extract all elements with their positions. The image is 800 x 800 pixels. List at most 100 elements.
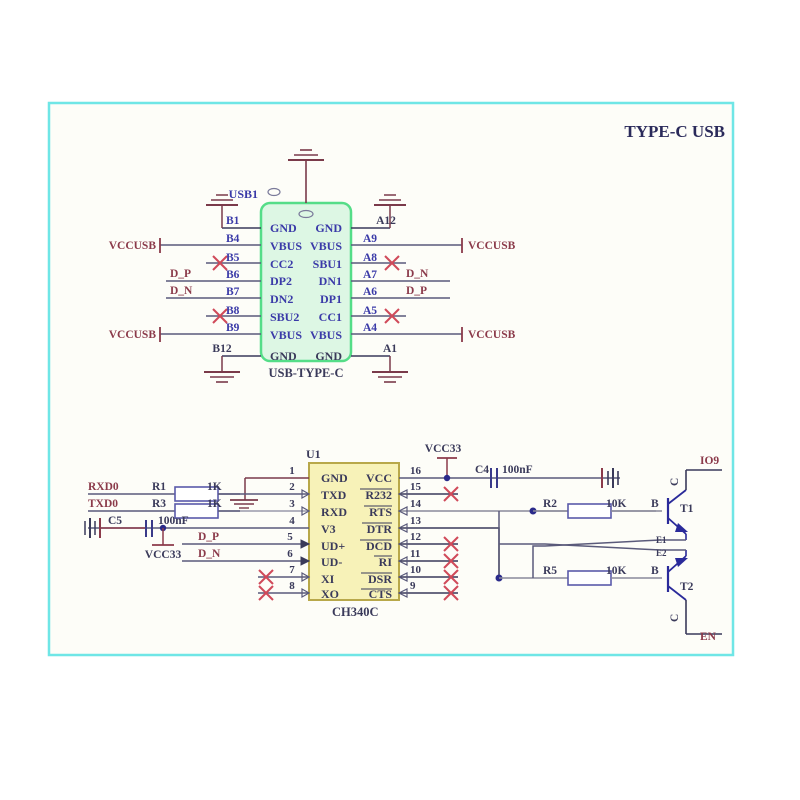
resistor-r1-group[interactable]: RXD0 R1 1K (88, 481, 240, 502)
gnd-symbol-c4-icon (601, 468, 619, 488)
usb-pin-number-B4: B4 (226, 233, 240, 245)
resistor-r2-group[interactable]: R2 10K B (529, 498, 663, 519)
resistor-r5-designator: R5 (543, 565, 557, 577)
usb-pin-number-B9: B9 (226, 322, 240, 334)
usb-pin-name-B5: CC2 (270, 257, 293, 271)
ic-pin-name-9: CTS (369, 587, 393, 601)
usb-pin-A12[interactable]: A12 GND (315, 194, 406, 235)
ic-pin-8[interactable]: 8 (258, 580, 311, 601)
usb-pin-A5[interactable]: A5 CC1 (319, 305, 406, 324)
net-label-vcc33-top: VCC33 (425, 443, 462, 455)
usb-pin-name-B8: SBU2 (270, 310, 299, 324)
ic-pin-name-1: GND (321, 471, 348, 485)
cap-c4-value: 100nF (502, 464, 533, 476)
usb-pin-B7[interactable]: D_N B7 DN2 (166, 285, 293, 306)
ic-pin-number-14: 14 (410, 498, 422, 510)
ic-pin-1[interactable]: 1 (230, 465, 309, 509)
transistor-t1-emitter-label: E1 (656, 535, 667, 545)
transistor-t1[interactable]: T1 C IO9 (666, 455, 722, 540)
usb-pin-A4[interactable]: VCCUSB A4 VBUS (310, 322, 516, 342)
usb-pin-number-A5: A5 (363, 305, 377, 317)
ic-body[interactable] (308, 462, 400, 601)
usb-pin-name-A5: CC1 (319, 310, 342, 324)
usb-pin-name-A12: GND (315, 221, 342, 235)
ic-pin-name-7: XI (321, 572, 335, 586)
usb-pin-name-B7: DN2 (270, 292, 293, 306)
net-label-txd0: TXD0 (88, 498, 118, 510)
ic-pin-11[interactable]: 11 (397, 548, 459, 569)
resistor-r2-body[interactable] (567, 503, 612, 519)
ch340c-group[interactable]: U1 CH340C GND TXD RXD V3 UD+ UD- XI XO V… (88, 443, 656, 619)
junction-vcc33-top (443, 474, 451, 482)
ic-pin-9[interactable]: 9 (397, 580, 459, 601)
usb-pin-number-A1: A1 (383, 343, 397, 355)
capacitor-c5-group[interactable]: C5 100nF VCC33 (84, 515, 189, 561)
ic-pin-name-11: RI (379, 555, 393, 569)
usb-pin-B1[interactable]: B1 GND (206, 194, 297, 235)
ic-pin-16[interactable]: VCC33 16 C4 100nF (399, 443, 620, 488)
usb-pin-A9[interactable]: VCCUSB A9 VBUS (310, 233, 516, 253)
capacitor-c5-value: 100nF (158, 515, 189, 527)
usb-body-marker-icon (298, 209, 314, 219)
usb-pin-name-B1: GND (270, 221, 297, 235)
ic-pin-6[interactable]: 6 (182, 548, 311, 566)
left-passives-group[interactable]: RXD0 R1 1K TXD0 R3 1K C5 100nF (84, 481, 240, 561)
ic-pin-name-4: V3 (321, 522, 336, 536)
net-label-vcc33-left: VCC33 (145, 549, 182, 561)
usb-pin-A1[interactable]: A1 GND (315, 343, 408, 383)
usb-designator: USB1 (229, 187, 258, 201)
ic-designator: U1 (306, 447, 321, 461)
usb-pin-B8[interactable]: B8 SBU2 (206, 305, 299, 324)
usb-pin-B4[interactable]: VCCUSB B4 VBUS (109, 233, 303, 253)
transistor-t2-emitter-label: E2 (656, 548, 667, 558)
usb-pin-name-A6: DP1 (320, 292, 342, 306)
resistor-r5-body[interactable] (567, 570, 612, 586)
ic-pin-name-8: XO (321, 587, 339, 601)
usb-net-A9: VCCUSB (468, 240, 516, 252)
resistor-r3-group[interactable]: TXD0 R3 1K (88, 498, 240, 519)
ic-pin-number-7: 7 (289, 564, 295, 576)
usb-pin-B9[interactable]: VCCUSB B9 VBUS (109, 322, 303, 342)
resistor-r5-group[interactable]: R5 10K B (495, 565, 663, 586)
usb-pin-number-B12: B12 (212, 343, 231, 355)
usb-pin-A8[interactable]: A8 SBU1 (313, 252, 406, 271)
transistor-network-group[interactable]: R2 10K B R5 10K B T1 (495, 455, 723, 643)
usb-pin1-marker-icon (267, 187, 281, 197)
transistor-t2-designator: T2 (680, 581, 694, 593)
usb-pin-B6[interactable]: D_P B6 DP2 (166, 268, 292, 288)
ic-part-name: CH340C (332, 605, 379, 619)
ic-pin-10[interactable]: 10 (397, 564, 459, 585)
ic-pin-name-12: DCD (366, 539, 392, 553)
ic-pin-number-3: 3 (289, 498, 295, 510)
usb-pin-B12[interactable]: B12 GND (204, 343, 297, 383)
usb-pin-A6[interactable]: D_P A6 DP1 (320, 285, 450, 306)
net-label-dn-ic: D_N (198, 548, 221, 560)
ic-pin-name-5: UD+ (321, 539, 345, 553)
usb-net-B4: VCCUSB (109, 240, 157, 252)
ic-pin-number-4: 4 (289, 515, 295, 527)
transistor-t1-designator: T1 (680, 503, 694, 515)
ic-pin-name-6: UD- (321, 555, 342, 569)
ic-pin-5[interactable]: 5 (182, 531, 311, 549)
capacitor-c5-designator: C5 (108, 515, 122, 527)
ic-pin-name-14: RTS (369, 505, 392, 519)
usb-connector-group[interactable]: USB1 USB-TYPE-C B1 GND VCCUSB (109, 149, 516, 383)
ic-pin-number-8: 8 (289, 580, 295, 592)
ic-pin-name-10: DSR (368, 572, 392, 586)
usb-pin-A7[interactable]: D_N A7 DN1 (319, 268, 450, 288)
usb-pin-name-B9: VBUS (270, 328, 302, 342)
ic-pin-name-16: VCC (366, 471, 392, 485)
usb-pin-name-A1: GND (315, 349, 342, 363)
ic-pin-7[interactable]: 7 (258, 564, 311, 585)
usb-pin-number-A8: A8 (363, 252, 377, 264)
usb-pin-B5[interactable]: B5 CC2 (206, 252, 293, 271)
ic-pin-15[interactable]: 15 (397, 481, 459, 502)
usb-pin-number-B1: B1 (226, 215, 240, 227)
usb-pin-number-A6: A6 (363, 286, 377, 298)
cap-c4-designator: C4 (475, 464, 489, 476)
resistor-r1-designator: R1 (152, 481, 166, 493)
usb-pin-number-A7: A7 (363, 269, 377, 281)
ic-pin-12[interactable]: 12 (397, 531, 459, 552)
transistor-t2[interactable]: T2 C EN (666, 550, 722, 643)
